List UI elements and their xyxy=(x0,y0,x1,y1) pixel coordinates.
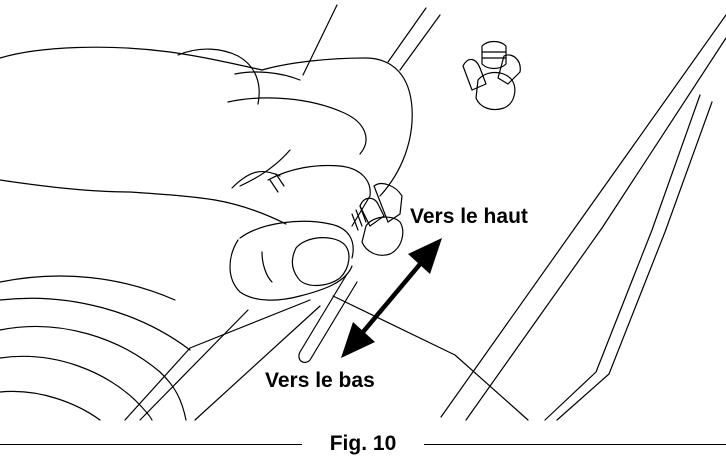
rail-lines xyxy=(440,14,726,421)
label-downward: Vers le bas xyxy=(265,369,375,392)
hand-outline xyxy=(0,46,413,301)
caption-rule-left xyxy=(0,444,302,445)
figure-caption-row: Fig. 10 xyxy=(0,432,726,458)
caption-rule-right xyxy=(424,444,726,445)
wing-nut-loose-icon xyxy=(462,40,521,111)
label-upward: Vers le haut xyxy=(410,205,528,228)
wing-nut-installed-icon xyxy=(351,183,404,256)
wheel-curves xyxy=(0,275,191,421)
panel-edges xyxy=(124,4,529,421)
double-headed-arrow-icon xyxy=(341,238,442,358)
figure-caption: Fig. 10 xyxy=(329,432,397,455)
adjustment-slot xyxy=(298,273,358,364)
